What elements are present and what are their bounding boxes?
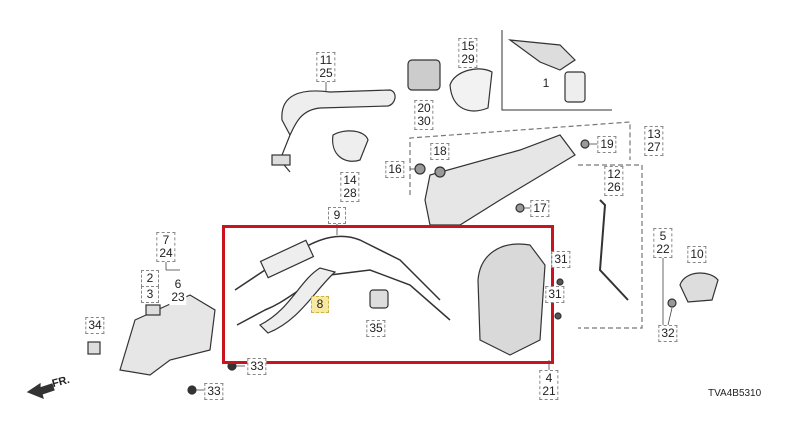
callout-33b[interactable]: 33 bbox=[204, 383, 224, 400]
screw-17 bbox=[515, 203, 525, 213]
handle-bezel bbox=[449, 68, 493, 112]
callout-32[interactable]: 32 bbox=[658, 325, 678, 342]
handle-connector bbox=[271, 154, 291, 166]
key-cylinder bbox=[507, 39, 576, 71]
screw-31a bbox=[556, 278, 564, 286]
cylinder-bracket-line bbox=[501, 30, 612, 111]
callout-33a[interactable]: 33 bbox=[247, 358, 267, 375]
callout-18[interactable]: 18 bbox=[430, 143, 450, 160]
callout-31a[interactable]: 31 bbox=[551, 251, 571, 268]
callout-8-selected[interactable]: 8 bbox=[311, 296, 329, 313]
callout-16[interactable]: 16 bbox=[385, 161, 405, 178]
callout-31b[interactable]: 31 bbox=[545, 286, 565, 303]
callout-17[interactable]: 17 bbox=[530, 200, 550, 217]
key bbox=[564, 71, 586, 103]
callout-19[interactable]: 19 bbox=[597, 136, 617, 153]
cable-clip bbox=[369, 289, 389, 309]
rod-box bbox=[578, 164, 643, 329]
screw-18 bbox=[434, 166, 446, 178]
front-arrow-icon bbox=[26, 382, 55, 399]
callout-3[interactable]: 3 bbox=[141, 286, 159, 303]
callout-9[interactable]: 9 bbox=[328, 207, 346, 224]
handle-cap bbox=[407, 59, 441, 91]
screw-31b bbox=[554, 312, 562, 320]
handle-wire bbox=[279, 134, 291, 173]
clip-2-3 bbox=[145, 304, 161, 316]
door-latch bbox=[477, 243, 546, 356]
callout-10[interactable]: 10 bbox=[687, 246, 707, 263]
drawing-code: TVA4B5310 bbox=[708, 388, 762, 399]
inside-handle bbox=[119, 294, 216, 376]
cable-sheath-upper bbox=[259, 239, 315, 279]
lock-rod bbox=[598, 199, 629, 301]
handle-base-box bbox=[409, 121, 631, 195]
handle-protector bbox=[332, 130, 369, 162]
highlight-box bbox=[222, 225, 554, 364]
outside-handle bbox=[281, 89, 396, 137]
screw-33b bbox=[187, 385, 197, 395]
callout-35[interactable]: 35 bbox=[366, 320, 386, 337]
callout-1[interactable]: 1 bbox=[538, 76, 554, 91]
striker bbox=[679, 272, 719, 303]
callout-2[interactable]: 2 bbox=[141, 270, 159, 287]
callout-34[interactable]: 34 bbox=[85, 317, 105, 334]
screw-19 bbox=[580, 139, 590, 149]
screw-16 bbox=[414, 163, 426, 175]
cable-sheath-lower bbox=[258, 267, 337, 334]
clip-34 bbox=[87, 341, 101, 355]
screw-32 bbox=[667, 298, 677, 308]
